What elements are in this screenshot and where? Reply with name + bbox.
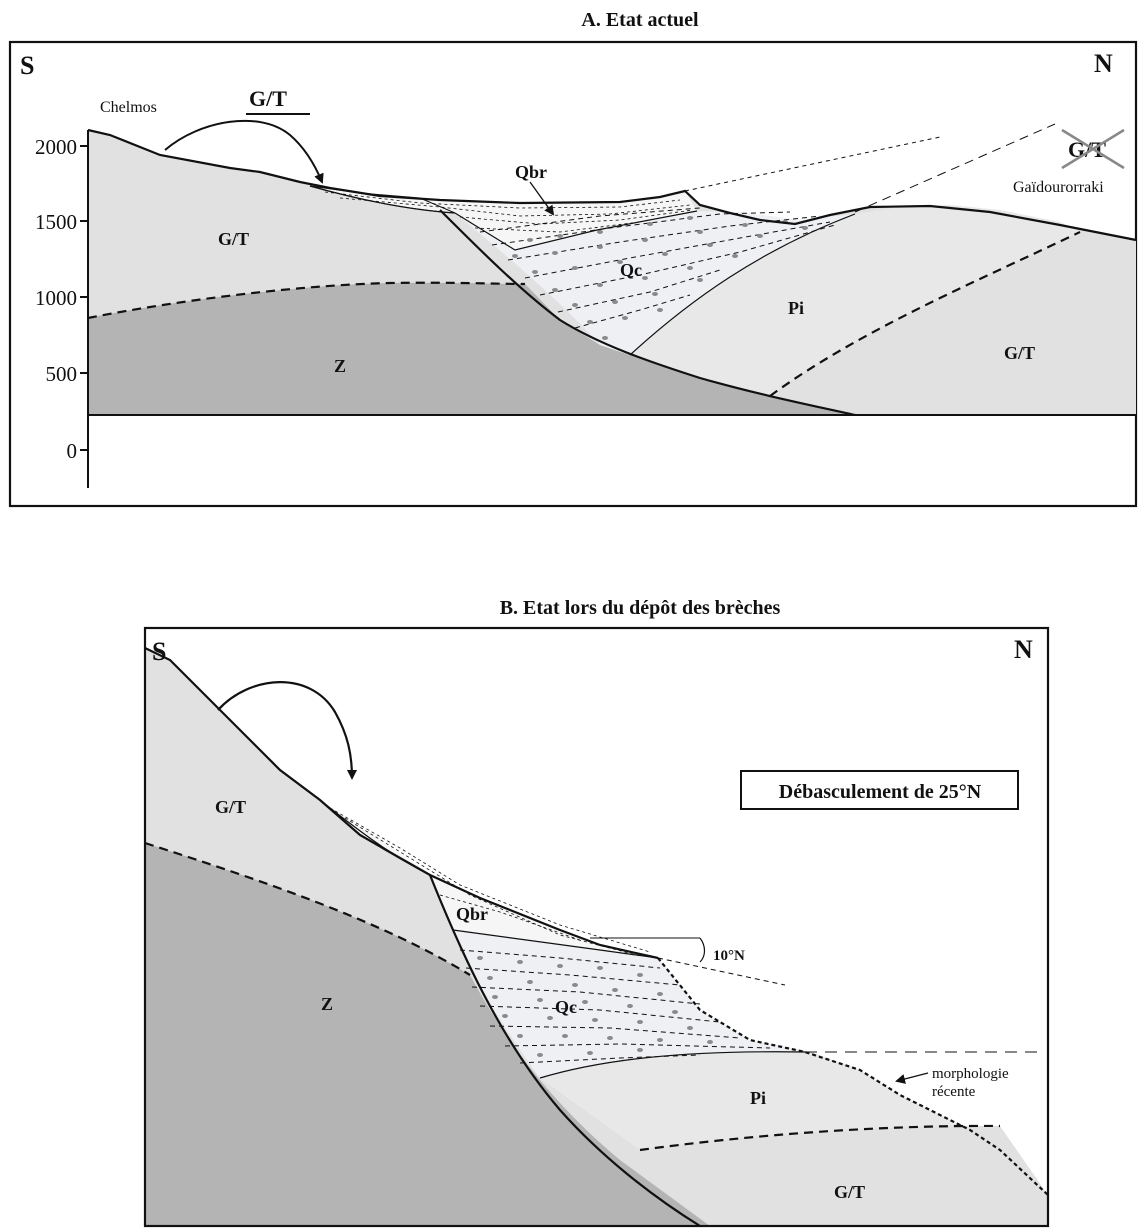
unit-gt-left-label: G/T [218, 229, 249, 249]
qc-pebbles [512, 216, 808, 340]
tilt-box [740, 770, 1019, 810]
qbr-layering-b [329, 807, 651, 957]
unit-gt-top-label-b: G/T [215, 797, 246, 817]
unit-qc-fill-b [453, 930, 805, 1078]
unit-pi-fill [630, 205, 1080, 396]
morphology-label-2: récente [932, 1084, 976, 1100]
unit-qbr-label: Qbr [515, 162, 547, 182]
qbr-pointer-arrow [529, 181, 555, 216]
unit-qc-fill [455, 211, 855, 355]
unit-z-fill-b [145, 843, 710, 1226]
compass-south-b: S [152, 637, 166, 666]
qc-pebbles-b [477, 956, 713, 1057]
morphology-label-1: morphologie [932, 1066, 1009, 1082]
unit-gt-bottom-label-b: G/T [834, 1182, 865, 1202]
y-tick-1500: 1500 [35, 210, 77, 234]
compass-south: S [20, 51, 34, 80]
compass-north: N [1094, 49, 1113, 78]
dip-angle-label: 10°N [713, 948, 745, 964]
qc-layering-b [459, 949, 771, 1064]
y-tick-0: 0 [67, 439, 78, 463]
summit-chelmos: Chelmos [100, 99, 157, 116]
panel-b: B. Etat lors du dépôt des brèches [143, 597, 1050, 1228]
unit-gt-bottom-fill-b [640, 1125, 1048, 1226]
panel-a-contacts [87, 123, 1137, 417]
unit-pi-label-b: Pi [750, 1088, 766, 1108]
cross-mark-2 [1061, 128, 1125, 170]
unit-gt-right-label: G/T [1004, 343, 1035, 363]
panel-b-frame [143, 626, 1050, 1228]
unit-qc-label-b: Qc [555, 997, 577, 1017]
unit-z-fill [88, 282, 855, 415]
unit-qc-label: Qc [620, 260, 642, 280]
unit-qbr-fill [310, 186, 697, 250]
panel-b-title: B. Etat lors du dépôt des brèches [500, 597, 781, 619]
qc-layering [479, 207, 836, 329]
panel-a: A. Etat actuel [8, 9, 1138, 508]
unit-qbr-fill-b [320, 800, 658, 958]
y-axis [80, 130, 89, 488]
unit-z-label-b: Z [321, 994, 333, 1014]
eroded-unit-label: G/T [249, 86, 287, 111]
unit-qbr-label-b: Qbr [456, 904, 488, 924]
morphology-pointer [895, 1072, 929, 1084]
compass-north-b: N [1014, 635, 1033, 664]
panel-a-title: A. Etat actuel [581, 9, 699, 31]
tilt-box-text: Débasculement de 25°N [779, 781, 982, 803]
y-tick-1000: 1000 [35, 286, 77, 310]
unit-z-label: Z [334, 356, 346, 376]
crossed-unit-label: G/T [1068, 137, 1106, 162]
unit-pi-label: Pi [788, 298, 804, 318]
y-tick-500: 500 [46, 362, 78, 386]
panel-b-contacts [144, 647, 1049, 1227]
transport-arrow-b [217, 681, 357, 780]
qbr-layering [324, 191, 694, 233]
transport-arrow-a [164, 119, 324, 184]
y-tick-2000: 2000 [35, 135, 77, 159]
summit-gaidourorraki: Gaïdourorraki [1013, 179, 1104, 196]
